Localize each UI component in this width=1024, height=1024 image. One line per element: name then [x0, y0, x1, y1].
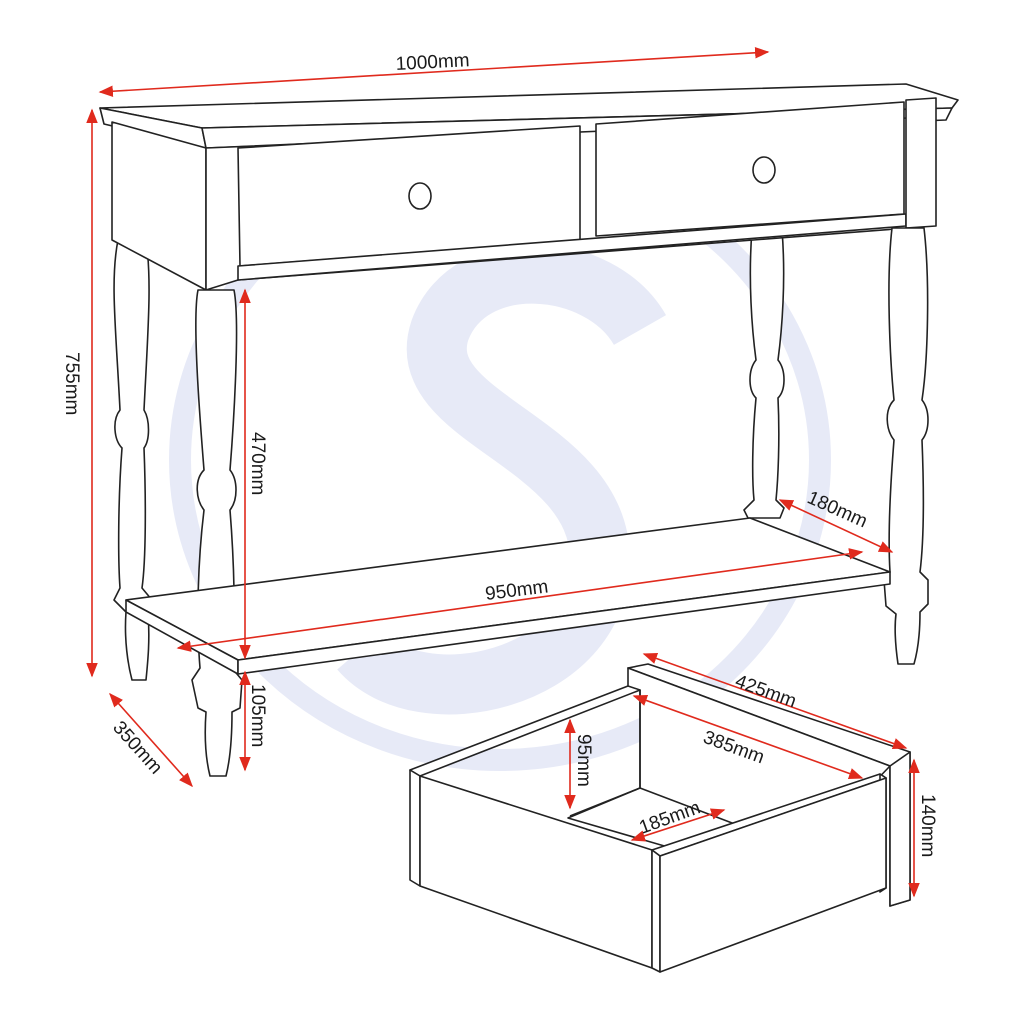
label-shelf-height: 105mm: [247, 684, 268, 747]
label-clearance: 470mm: [247, 432, 268, 495]
label-drawer-front-height: 140mm: [917, 794, 938, 857]
label-drawer-inner-height: 95mm: [573, 734, 594, 787]
drawer-right: [595, 101, 905, 237]
label-width: 1000mm: [395, 50, 470, 75]
knob-left-icon: [408, 182, 432, 210]
dimension-lines: [86, 47, 920, 898]
knob-right-icon: [752, 156, 776, 184]
label-height: 755mm: [61, 352, 82, 415]
